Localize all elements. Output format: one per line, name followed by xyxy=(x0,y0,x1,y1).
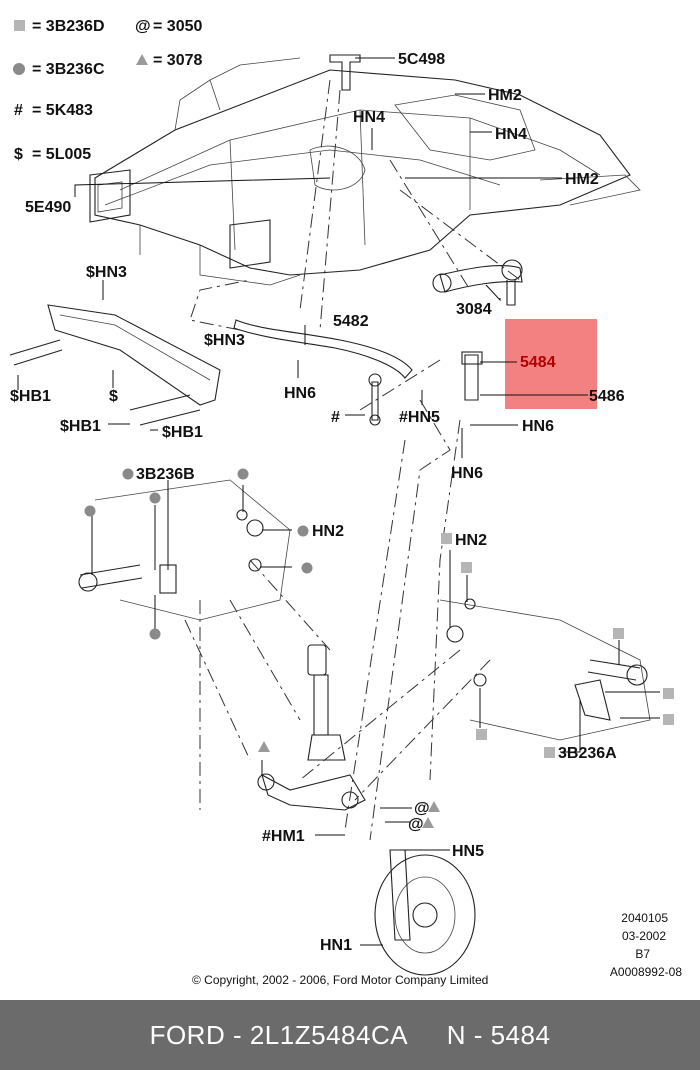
ref-line-1: 2040105 xyxy=(621,911,668,925)
circle-marker-icon xyxy=(84,505,96,517)
callout-hn4-a: HN4 xyxy=(353,109,385,126)
circle-marker-icon xyxy=(149,492,161,504)
legend-5L005: = 5L005 xyxy=(32,146,91,163)
callout-hn6-a: HN6 xyxy=(284,385,316,402)
ref-line-3: B7 xyxy=(635,947,650,961)
callout-hn2-a: HN2 xyxy=(312,523,344,540)
footer-part-number: FORD - 2L1Z5484CA xyxy=(149,1019,409,1050)
callout-dollar: $ xyxy=(109,388,118,405)
square-marker-icon xyxy=(476,729,487,740)
triangle-marker-icon xyxy=(428,801,440,812)
callout-hm2-top: HM2 xyxy=(488,87,522,104)
callout-hb1-a: $HB1 xyxy=(10,388,51,405)
callout-at-a: @ xyxy=(414,800,430,817)
callout-hn3-a: $HN3 xyxy=(86,264,127,281)
callout-3B236B: 3B236B xyxy=(136,466,195,483)
legend-3B236C: = 3B236C xyxy=(32,61,105,78)
callout-hn5-hash: #HN5 xyxy=(399,409,440,426)
square-marker-icon xyxy=(461,562,472,573)
exploded-suspension-diagram: = 3B236D = 3B236C # = 5K483 $ = 5L005 @ … xyxy=(9,18,682,987)
triangle-marker-icon xyxy=(422,817,434,828)
legend-5K483: = 5K483 xyxy=(32,102,93,119)
circle-marker-icon xyxy=(237,468,249,480)
legend-dollar-symbol: $ xyxy=(14,146,23,163)
callout-hn5: HN5 xyxy=(452,843,484,860)
callout-hb1-c: $HB1 xyxy=(162,424,203,441)
callout-hn6-c: HN6 xyxy=(522,418,554,435)
callout-hm1: #HM1 xyxy=(262,828,305,845)
triangle-marker-icon xyxy=(258,741,270,752)
callout-hb1-b: $HB1 xyxy=(60,418,101,435)
circle-marker-icon xyxy=(301,562,313,574)
legend-at-symbol: @ xyxy=(135,18,151,35)
callout-hn4-b: HN4 xyxy=(495,126,527,143)
callout-hash: # xyxy=(331,409,340,426)
square-marker-icon xyxy=(663,714,674,725)
ref-line-2: 03-2002 xyxy=(622,929,666,943)
callout-hm2-b: HM2 xyxy=(565,171,599,188)
bushing-assemblies-drawing xyxy=(78,479,651,741)
callout-hn2-b: HN2 xyxy=(455,532,487,549)
footer-reference: N - 5484 xyxy=(446,1019,551,1050)
highlight-box-5484 xyxy=(505,319,597,409)
circle-marker-icon xyxy=(149,628,161,640)
part-number-bar: FORD - 2L1Z5484CA N - 5484 xyxy=(0,1000,700,1070)
copyright-text: © Copyright, 2002 - 2006, Ford Motor Com… xyxy=(192,973,488,987)
square-marker-icon xyxy=(613,628,624,639)
callout-5E490: 5E490 xyxy=(25,199,71,216)
legend-3050: = 3050 xyxy=(153,18,202,35)
legend-circle-icon xyxy=(13,63,25,75)
strut-and-knuckle-drawing xyxy=(257,644,476,976)
callout-5C498: 5C498 xyxy=(398,51,445,68)
dash-connector-lines xyxy=(184,79,521,841)
legend-hash-symbol: # xyxy=(14,102,23,119)
legend-square-icon xyxy=(14,20,25,31)
footer-spacer xyxy=(408,1020,447,1051)
square-marker-icon xyxy=(544,747,555,758)
leader-lines xyxy=(17,57,660,946)
legend: = 3B236D = 3B236C # = 5K483 $ = 5L005 @ … xyxy=(13,18,202,163)
stabilizer-and-arms-drawing xyxy=(9,259,523,426)
callout-hn3-b: $HN3 xyxy=(204,332,245,349)
square-marker-icon xyxy=(663,688,674,699)
square-marker-icon xyxy=(441,533,452,544)
callout-hn1: HN1 xyxy=(320,937,352,954)
callout-3084: 3084 xyxy=(456,301,492,318)
callout-at-b: @ xyxy=(408,816,424,833)
callout-3B236A: 3B236A xyxy=(558,745,617,762)
marker-symbols xyxy=(84,468,674,828)
frame-crossmember-drawing xyxy=(89,54,641,286)
legend-triangle-icon xyxy=(136,54,148,65)
ref-line-4: A0008992-08 xyxy=(610,965,682,979)
callout-5482: 5482 xyxy=(333,313,369,330)
callout-5486: 5486 xyxy=(589,388,625,405)
callout-hn6-b: HN6 xyxy=(451,465,483,482)
legend-3078: = 3078 xyxy=(153,52,202,69)
reference-block: 2040105 03-2002 B7 A0008992-08 xyxy=(610,911,682,979)
circle-marker-icon xyxy=(297,525,309,537)
circle-marker-icon xyxy=(122,468,134,480)
legend-3B236D: = 3B236D xyxy=(32,18,105,35)
callout-5484: 5484 xyxy=(520,354,556,371)
callout-labels: 5C498 HM2 HN4 HN4 HM2 5E490 $HN3 3084 54… xyxy=(10,51,625,954)
